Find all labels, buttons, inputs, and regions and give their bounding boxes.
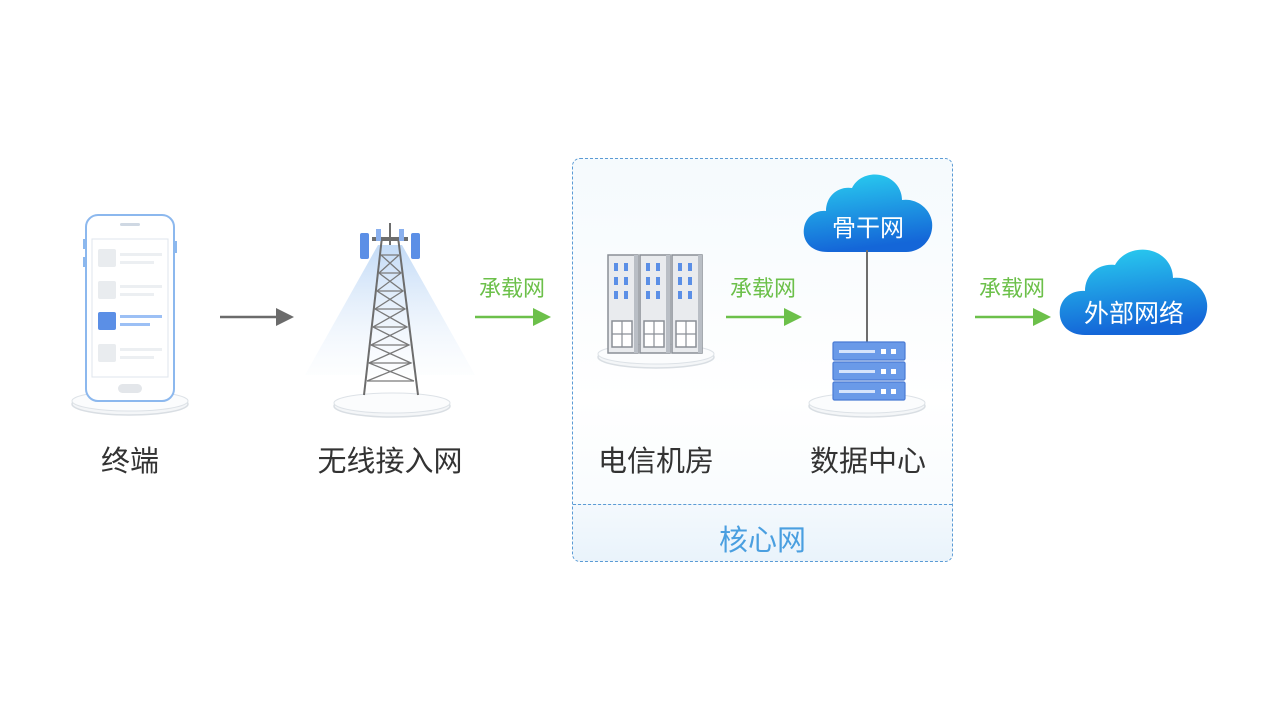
data-center-label: 数据中心 [809,444,926,478]
cell-tower-icon [305,223,475,418]
core-network-label: 核心网 [718,523,806,557]
telecom-room-label: 电信机房 [597,444,714,478]
smartphone-icon [71,214,189,416]
gray-arrow-icon [220,308,294,326]
bearer-label-2: 承载网 [729,277,796,302]
green-arrow-icon [975,308,1051,326]
core-network-footer: 核心网 [573,504,952,561]
bearer-label-1: 承载网 [478,277,545,302]
server-building-icon [597,254,715,369]
server-rack-icon [808,341,926,418]
backbone-connector [866,250,868,346]
wireless-access-label: 无线接入网 [317,444,463,478]
cloud-icon [803,174,933,252]
green-arrow-icon [726,308,802,326]
green-arrow-icon [475,308,551,326]
bearer-label-3: 承载网 [978,277,1045,302]
cloud-icon [1059,249,1208,335]
external-cloud-label: 外部网络 [1083,299,1184,328]
backbone-cloud-label: 骨干网 [832,214,904,242]
terminal-label: 终端 [100,444,159,478]
